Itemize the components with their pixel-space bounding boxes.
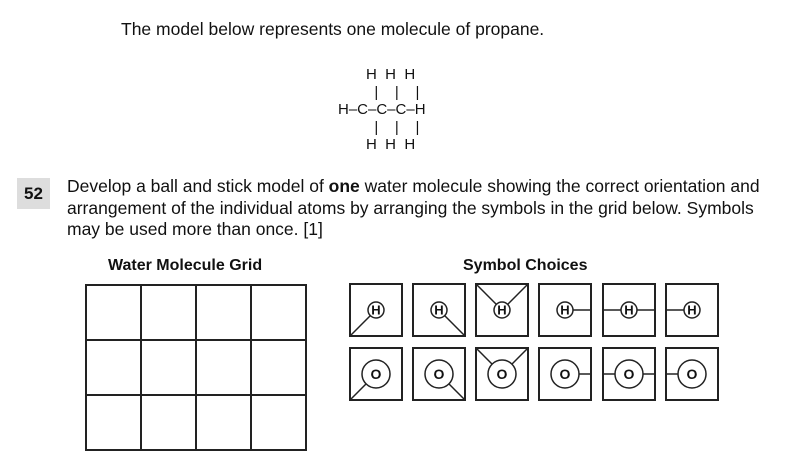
symbol-choice-o[interactable]: O <box>602 347 656 401</box>
symbol-choice-h[interactable]: H <box>412 283 466 337</box>
question-text: Develop a ball and stick model of one wa… <box>67 176 787 241</box>
atom-label: H <box>560 303 569 318</box>
grid-cell[interactable] <box>140 394 197 451</box>
symbol-choice-o[interactable]: O <box>412 347 466 401</box>
atom-label: O <box>371 366 382 382</box>
atom-label: O <box>497 366 508 382</box>
grid-cell[interactable] <box>195 284 252 341</box>
formula-line: H H H <box>366 66 416 83</box>
atom-label: H <box>434 303 443 318</box>
grid-cell[interactable] <box>85 394 142 451</box>
formula-line: H–C–C–C–H <box>338 101 426 118</box>
grid-cell[interactable] <box>85 284 142 341</box>
atom-label: H <box>624 303 633 318</box>
symbol-choice-h[interactable]: H <box>602 283 656 337</box>
atom-label: H <box>687 303 696 318</box>
symbol-choice-o[interactable]: O <box>475 347 529 401</box>
water-molecule-grid <box>85 284 307 451</box>
symbol-choice-h[interactable]: H <box>475 283 529 337</box>
formula-line: | | | <box>366 83 420 101</box>
question-text-part: Develop a ball and stick model of <box>67 176 329 196</box>
symbol-choice-o[interactable]: O <box>538 347 592 401</box>
grid-cell[interactable] <box>140 339 197 396</box>
grid-cell[interactable] <box>195 394 252 451</box>
grid-cell[interactable] <box>195 339 252 396</box>
atom-label: H <box>371 303 380 318</box>
atom-label: O <box>624 366 635 382</box>
atom-label: O <box>687 366 698 382</box>
grid-cell[interactable] <box>250 394 307 451</box>
grid-cell[interactable] <box>250 339 307 396</box>
symbol-choice-h[interactable]: H <box>665 283 719 337</box>
atom-label: H <box>497 303 506 318</box>
question-emphasis: one <box>328 176 360 196</box>
formula-line: H H H <box>366 136 416 153</box>
atom-label: O <box>560 366 571 382</box>
atom-label: O <box>434 366 445 382</box>
symbol-choice-o[interactable]: O <box>349 347 403 401</box>
grid-cell[interactable] <box>250 284 307 341</box>
symbol-choice-o[interactable]: O <box>665 347 719 401</box>
symbol-choice-h[interactable]: H <box>538 283 592 337</box>
grid-title: Water Molecule Grid <box>108 257 263 274</box>
symbol-choice-h[interactable]: H <box>349 283 403 337</box>
question-number: 52 <box>17 178 50 209</box>
intro-text: The model below represents one molecule … <box>121 19 545 39</box>
propane-structural-formula: H H H | | |H–C–C–C–H | | |H H H <box>338 66 426 154</box>
formula-line: | | | <box>366 118 420 136</box>
symbols-title: Symbol Choices <box>463 257 588 274</box>
grid-cell[interactable] <box>140 284 197 341</box>
question-text-part: water molecule showing the correct orien… <box>67 176 760 239</box>
grid-cell[interactable] <box>85 339 142 396</box>
